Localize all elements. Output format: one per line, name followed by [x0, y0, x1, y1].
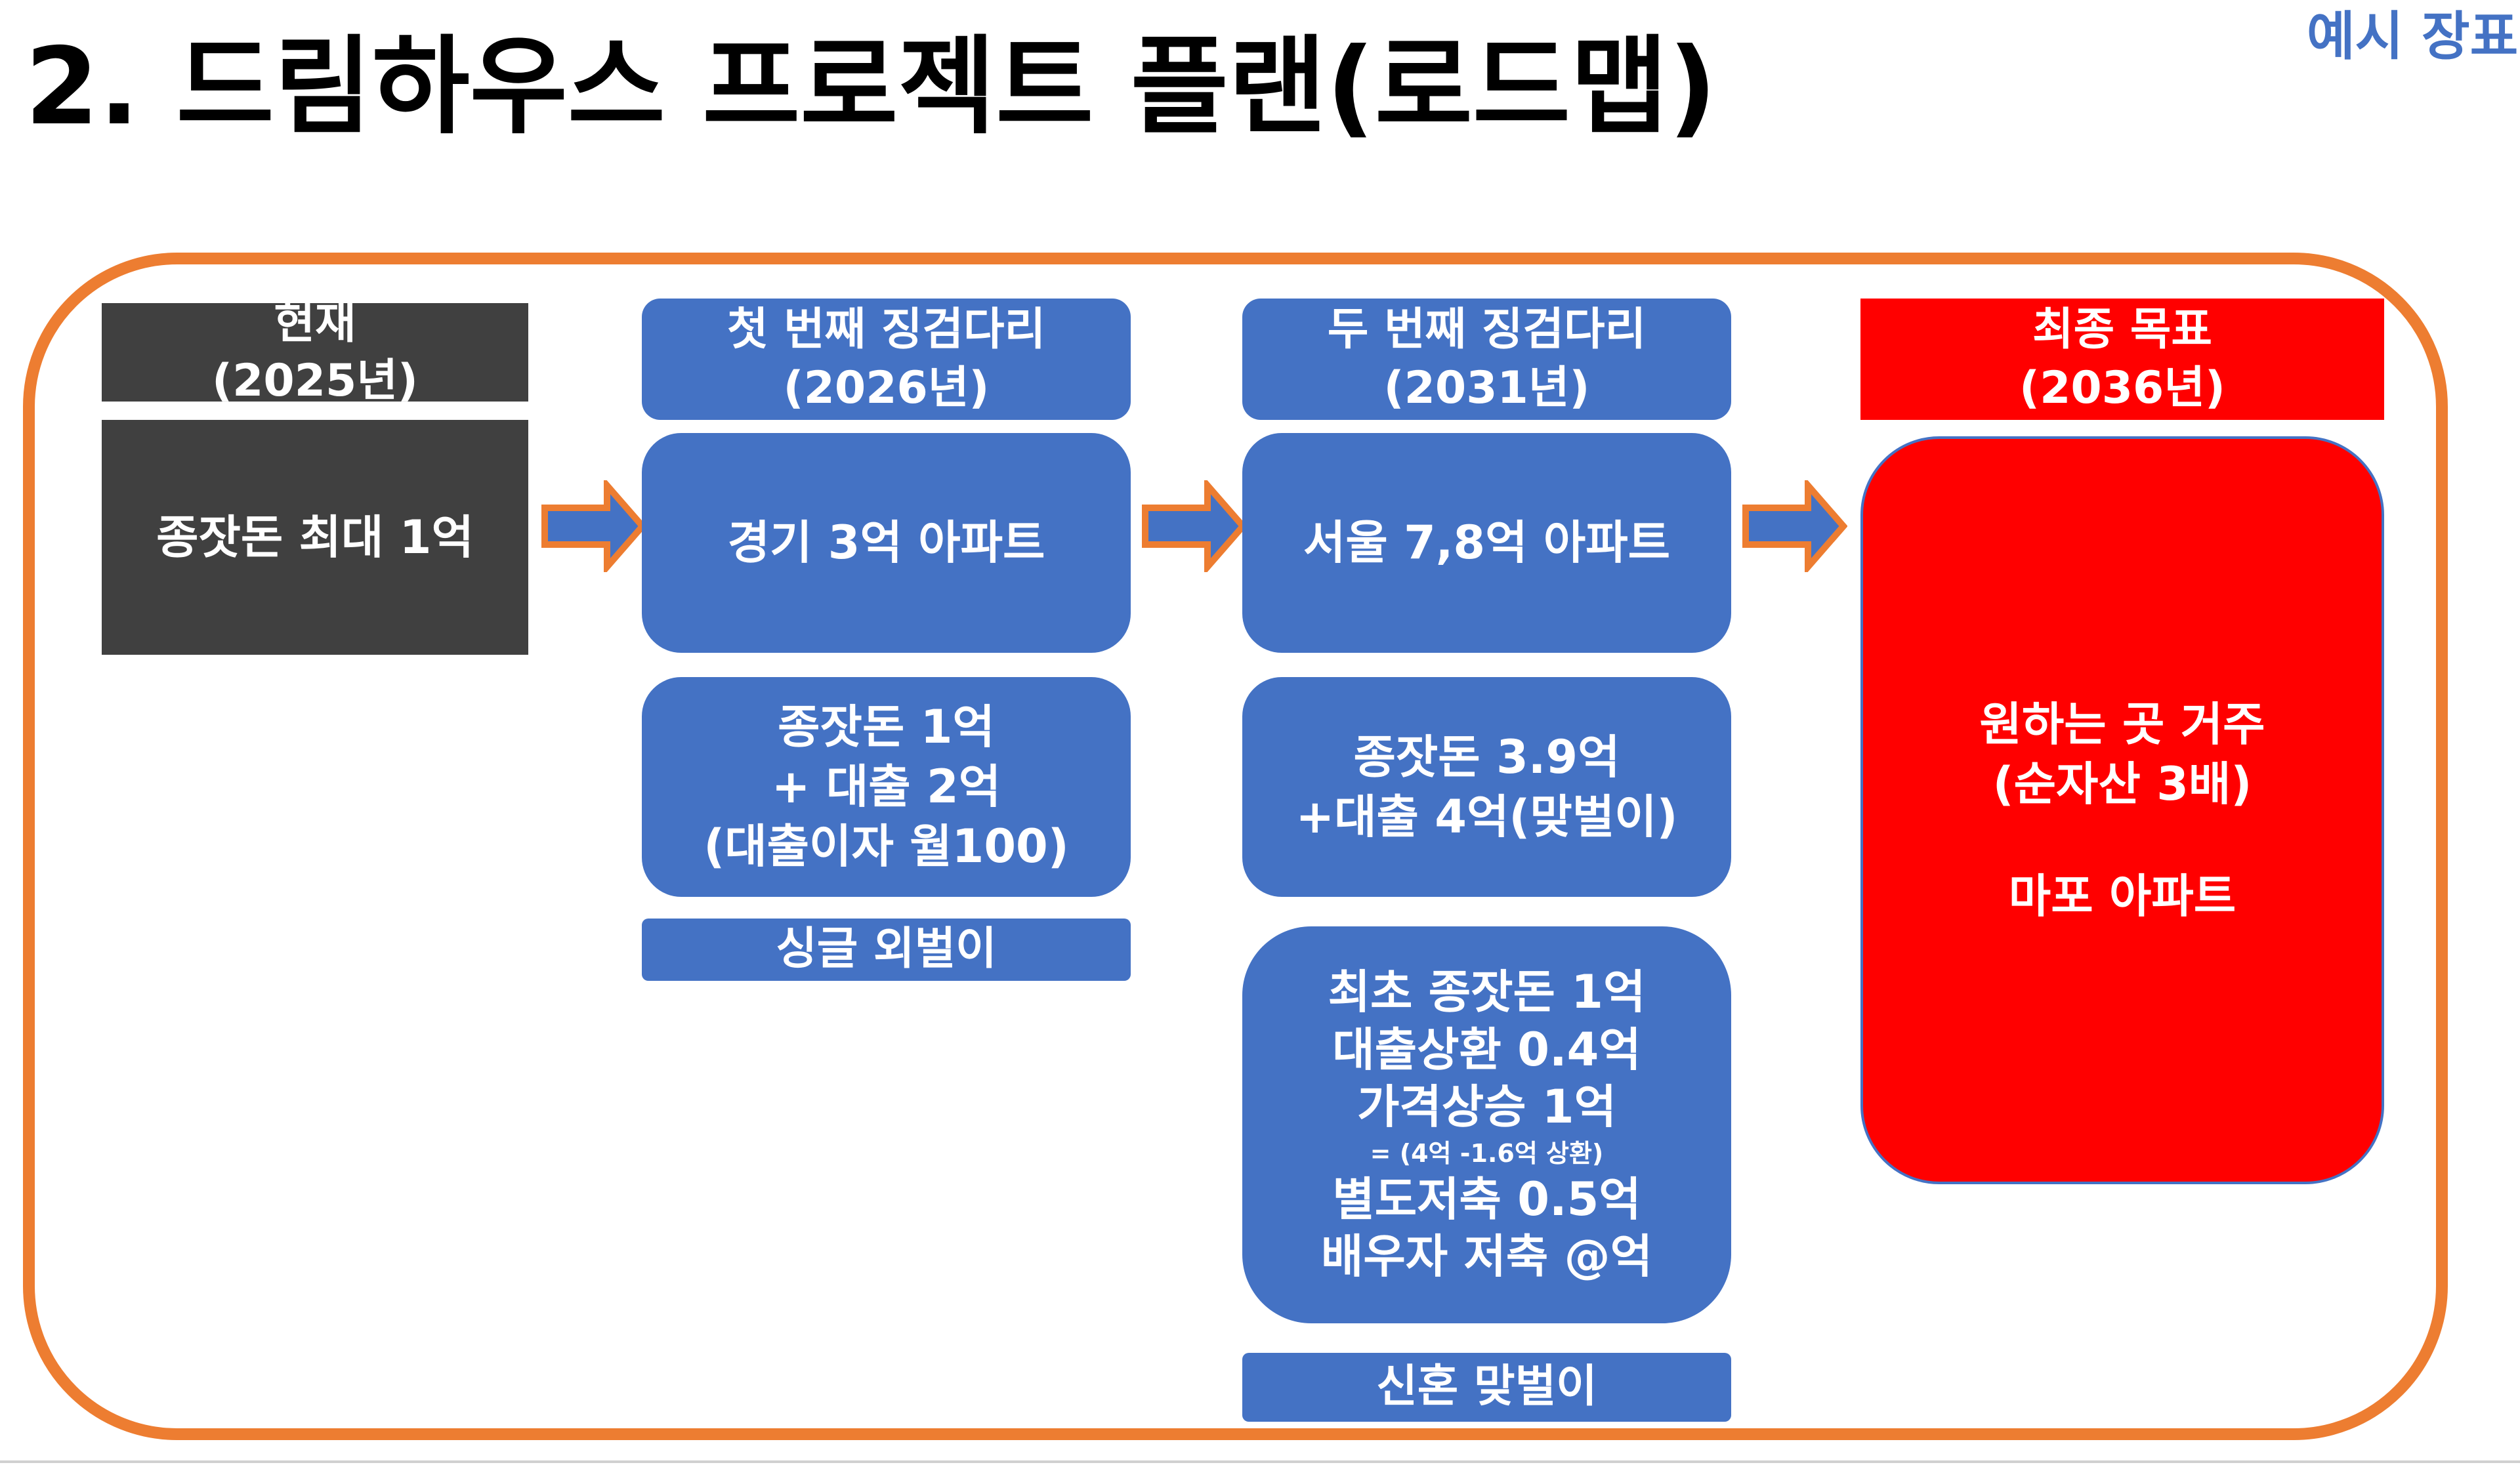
sample-label: 예시 장표 [2307, 6, 2519, 67]
step1-header: 첫 번째 징검다리 (2026년) [642, 299, 1131, 420]
step2-status-text: 신혼 맞벌이 [1376, 1361, 1597, 1413]
current-body: 종잣돈 최대 1억 [102, 420, 528, 655]
step2-breakdown-note: = (4억 -1.6억 상환) [1370, 1138, 1604, 1168]
step2-breakdown-line4: 별도저축 0.5억 [1332, 1172, 1641, 1226]
roadmap-frame [23, 253, 2448, 1440]
step1-status: 싱글 외벌이 [642, 919, 1131, 981]
goal-body-line3: 마포 아파트 [2008, 869, 2236, 923]
current-header-line1: 현재 [274, 297, 356, 349]
step2-financing-line2: +대출 4억(맞벌이) [1295, 789, 1678, 844]
step2-header-line1: 두 번째 징검다리 [1327, 304, 1647, 356]
step2-financing-line1: 종잣돈 3.9억 [1353, 730, 1620, 784]
step1-financing-line3: (대출이자 월100) [704, 819, 1069, 873]
step2-breakdown-line2: 대출상환 0.4억 [1332, 1022, 1641, 1077]
goal-body-line2: (순자산 3배) [1992, 756, 2252, 811]
step2-financing: 종잣돈 3.9억 +대출 4억(맞벌이) [1242, 677, 1731, 897]
step2-status: 신혼 맞벌이 [1242, 1353, 1731, 1422]
step2-breakdown-line5: 배우자 저축 @억 [1320, 1229, 1653, 1284]
step1-main-text: 경기 3억 아파트 [727, 516, 1045, 569]
step1-header-line2: (2026년) [783, 362, 990, 414]
goal-body-line1: 원하는 곳 거주 [1979, 697, 2265, 751]
arrow-right-icon [1142, 480, 1247, 572]
goal-header-line1: 최종 목표 [2032, 304, 2212, 356]
step2-main: 서울 7,8억 아파트 [1242, 433, 1731, 653]
bottom-divider [0, 1460, 2520, 1463]
current-header-line2: (2025년) [212, 355, 418, 407]
step2-main-text: 서울 7,8억 아파트 [1303, 516, 1671, 569]
step1-main: 경기 3억 아파트 [642, 433, 1131, 653]
step2-header-line2: (2031년) [1383, 362, 1590, 414]
step2-breakdown-line1: 최초 종잣돈 1억 [1328, 965, 1646, 1020]
step1-status-text: 싱글 외벌이 [776, 923, 997, 976]
goal-body-spacer [1979, 814, 2265, 867]
current-header: 현재 (2025년) [102, 297, 528, 407]
goal-header: 최종 목표 (2036년) [1860, 299, 2384, 420]
goal-header-line2: (2036년) [2019, 362, 2225, 414]
current-body-text: 종잣돈 최대 1억 [156, 510, 474, 564]
step2-header: 두 번째 징검다리 (2031년) [1242, 299, 1731, 420]
step2-breakdown-line3: 가격상승 1억 [1356, 1080, 1617, 1134]
arrow-right-icon [1742, 480, 1847, 572]
arrow-right-icon [541, 480, 646, 572]
step1-financing-line2: + 대출 2억 [771, 760, 1001, 814]
page-title: 2. 드림하우스 프로젝트 플랜(로드맵) [25, 26, 1717, 149]
step1-financing: 종잣돈 1억 + 대출 2억 (대출이자 월100) [642, 677, 1131, 897]
step1-financing-line1: 종잣돈 1억 [778, 700, 995, 754]
goal-body: 원하는 곳 거주 (순자산 3배) 마포 아파트 [1860, 436, 2384, 1184]
step1-header-line1: 첫 번째 징검다리 [726, 304, 1046, 356]
step2-breakdown: 최초 종잣돈 1억 대출상환 0.4억 가격상승 1억 = (4억 -1.6억 … [1242, 926, 1731, 1323]
